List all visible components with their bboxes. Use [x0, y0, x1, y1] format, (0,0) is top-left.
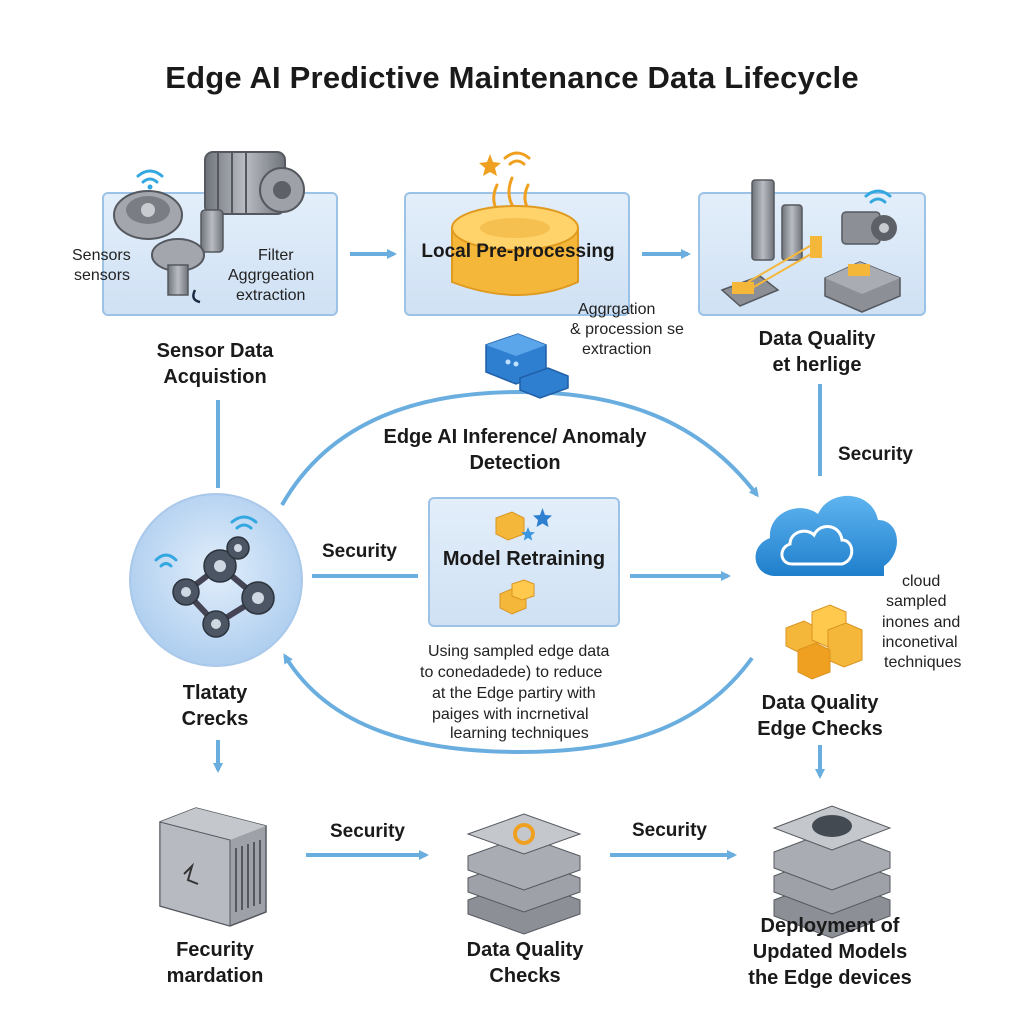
preprocessing-label: Local Pre-processing — [421, 241, 615, 262]
edge-checks-blocks-icon — [785, 604, 863, 680]
sensor-note-right-2: Aggrgeation — [228, 267, 315, 284]
retraining-note-1: Using sampled edge data — [428, 643, 610, 660]
gears-circle-icon — [129, 493, 303, 667]
cloud-note-3: inones and — [882, 614, 961, 631]
security-label-middle: Security — [322, 541, 397, 562]
edge-device-icon — [772, 805, 892, 939]
sensor-note-right-3: extraction — [236, 287, 306, 304]
preprocessing-note-3: extraction — [582, 341, 652, 358]
cloud-note-1: cloud — [902, 573, 941, 590]
quality-top-label-1: Data Quality — [758, 328, 876, 350]
deployment-label-3: the Edge devices — [748, 967, 912, 989]
sensor-note-left-1: Sensors — [72, 247, 131, 264]
deployment-label-1: Deployment of — [760, 915, 900, 937]
security-bottom-label-2: mardation — [166, 965, 264, 987]
sensor-note-left-2: sensors — [74, 267, 131, 284]
retraining-note-3: at the Edge partiry with — [432, 685, 596, 702]
inference-label-2: Detection — [469, 452, 561, 474]
security-label-bottom-left: Security — [330, 821, 405, 842]
cloud-icon — [755, 495, 897, 576]
deployment-label-2: Updated Models — [752, 941, 908, 963]
retraining-blocks-icon — [495, 508, 552, 615]
security-label-bottom-right: Security — [632, 820, 707, 841]
arc-top — [280, 389, 759, 506]
arc-bottom — [283, 653, 754, 755]
retraining-note-4: paiges with incrnetival — [432, 706, 589, 723]
security-bottom-label-1: Fecurity — [176, 939, 254, 961]
cloud-note-2: sampled — [886, 593, 947, 610]
server-icon — [159, 807, 267, 927]
quality-machines-icon — [720, 179, 901, 313]
quality-left-label-2: Crecks — [181, 708, 249, 730]
inference-chip-icon — [485, 333, 569, 399]
inference-label-1: Edge AI Inference/ Anomaly — [383, 426, 647, 448]
sensor-devices-icon — [113, 151, 305, 304]
edge-checks-label-1: Data Quality — [761, 692, 879, 714]
quality-bottom-label-1: Data Quality — [466, 939, 584, 961]
quality-left-label-1: Tlataty — [182, 682, 248, 704]
retraining-note-5: learning techniques — [450, 725, 589, 742]
edge-checks-label-2: Edge Checks — [757, 718, 883, 740]
diagram-title: Edge AI Predictive Maintenance Data Life… — [165, 60, 859, 95]
cloud-note-5: techniques — [884, 654, 962, 671]
security-label-right: Security — [838, 444, 913, 465]
retraining-label: Model Retraining — [442, 548, 606, 570]
preprocessing-cake-icon — [451, 151, 579, 296]
sensor-label-2: Acquistion — [163, 366, 267, 388]
sensor-label-1: Sensor Data — [156, 340, 274, 362]
retraining-note-2: to conedadede) to reduce — [420, 664, 603, 681]
quality-bottom-label-2: Checks — [489, 965, 561, 987]
cloud-note-4: inconetival — [882, 634, 958, 651]
quality-top-label-2: et herlige — [772, 354, 862, 376]
sensor-note-right-1: Filter — [258, 247, 294, 264]
preprocessing-note-1: Aggrgation — [578, 301, 656, 318]
layer-stack-icon — [466, 813, 582, 935]
preprocessing-note-2: & procession se — [570, 321, 684, 338]
